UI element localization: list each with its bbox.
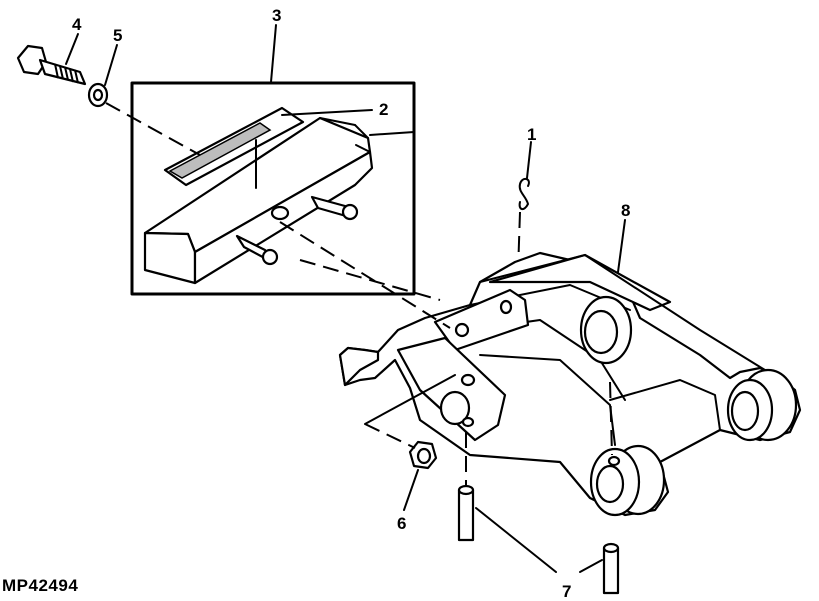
- inset-box: [130, 81, 416, 296]
- washer: [87, 82, 109, 108]
- bolt: [16, 44, 87, 86]
- dowel-pins: [457, 484, 620, 595]
- callout-5: 5: [113, 26, 122, 45]
- callout-3: 3: [272, 6, 281, 25]
- callout-8: 8: [621, 201, 630, 220]
- frame-bracket: [338, 219, 802, 517]
- decal-label-shape: [163, 106, 373, 189]
- figure-id: MP42494: [2, 576, 79, 595]
- wear-block: [143, 116, 415, 285]
- callout-7: 7: [562, 582, 571, 601]
- callout-2: 2: [379, 100, 388, 119]
- callout-4: 4: [72, 15, 82, 34]
- callout-6: 6: [397, 514, 406, 533]
- nut: [364, 374, 456, 511]
- callout-1: 1: [527, 125, 536, 144]
